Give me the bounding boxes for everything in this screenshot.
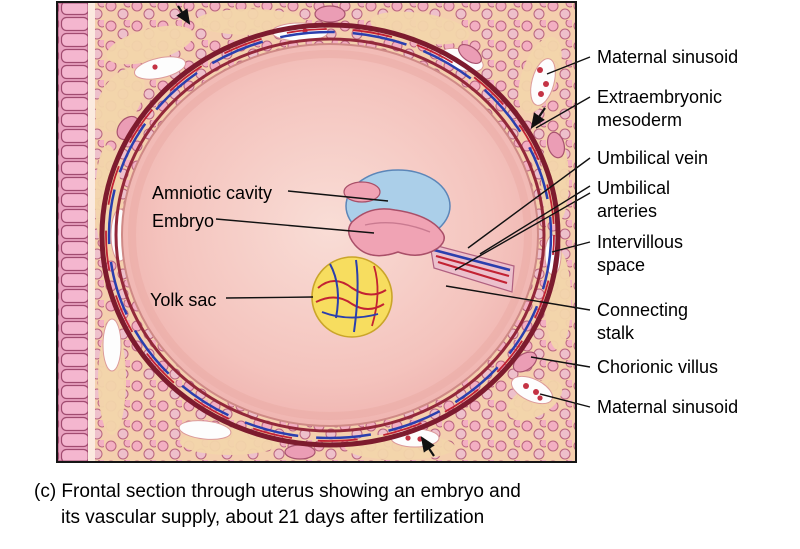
leader-yolk-sac (225, 296, 314, 299)
label-maternal-sinusoid-bottom: Maternal sinusoid (597, 397, 739, 417)
yolk-sac-shape (311, 256, 393, 338)
leader-umbilical-artery-2 (454, 192, 591, 271)
label-amniotic-cavity: Amniotic cavity (152, 183, 273, 203)
maroon-vessel-inner (114, 37, 546, 433)
chorionic-vessel-ring (99, 22, 561, 448)
label-umbilical-vein: Umbilical vein (597, 148, 709, 168)
umbilical-artery-vessel-1 (435, 254, 510, 278)
leader-embryo (215, 218, 375, 234)
embryo-fold-line (364, 221, 431, 233)
leader-extraembryonic-mesoderm (535, 96, 591, 129)
leader-umbilical-vein (467, 157, 591, 249)
leader-lines (215, 56, 591, 408)
leader-chorionic-villus (530, 356, 591, 368)
embryo-group (311, 169, 515, 338)
label-umbilical-arteries: Umbilical arteries (597, 178, 671, 221)
label-connecting-stalk: Connecting stalk (597, 300, 689, 343)
flow-arrow-icon (420, 436, 435, 457)
label-yolk-sac: Yolk sac (150, 290, 217, 310)
label-extraembryonic-mesoderm: Extraembryonic mesoderm (597, 87, 723, 130)
leader-intervillous-space (551, 241, 591, 253)
flow-arrow-icon (176, 5, 191, 25)
caption-line-2: its vascular supply, about 21 days after… (61, 506, 485, 528)
label-embryo: Embryo (152, 211, 215, 231)
leader-maternal-sinusoid-bottom (539, 393, 591, 408)
label-maternal-sinusoid-top: Maternal sinusoid (597, 47, 739, 67)
uterine-epithelium (57, 2, 95, 462)
leader-amniotic-cavity (287, 190, 389, 202)
umbilical-artery-ring (105, 28, 555, 442)
leader-connecting-stalk (445, 285, 591, 311)
umbilical-artery-vessel-2 (437, 260, 508, 285)
cavity-rim-shade (128, 50, 532, 420)
caption-line-1: (c) Frontal section through uterus showi… (34, 481, 521, 502)
flow-arrows (176, 5, 546, 457)
chorionic-cavity (121, 43, 539, 427)
label-chorionic-villus: Chorionic villus (597, 357, 719, 377)
epithelium-gap (88, 3, 95, 461)
embryo-body (347, 208, 445, 257)
figure-caption: (c) Frontal section through uterus showi… (34, 479, 521, 530)
label-intervillous-space: Intervillous space (597, 232, 684, 275)
figure-frame (56, 1, 577, 463)
umbilical-vein-ring (107, 30, 553, 440)
flow-arrow-icon (530, 107, 546, 129)
leader-umbilical-artery-1 (479, 185, 591, 255)
maroon-vessel-outer (99, 22, 561, 448)
chorionic-villi (116, 5, 566, 460)
leader-maternal-sinusoid-top (546, 56, 591, 75)
